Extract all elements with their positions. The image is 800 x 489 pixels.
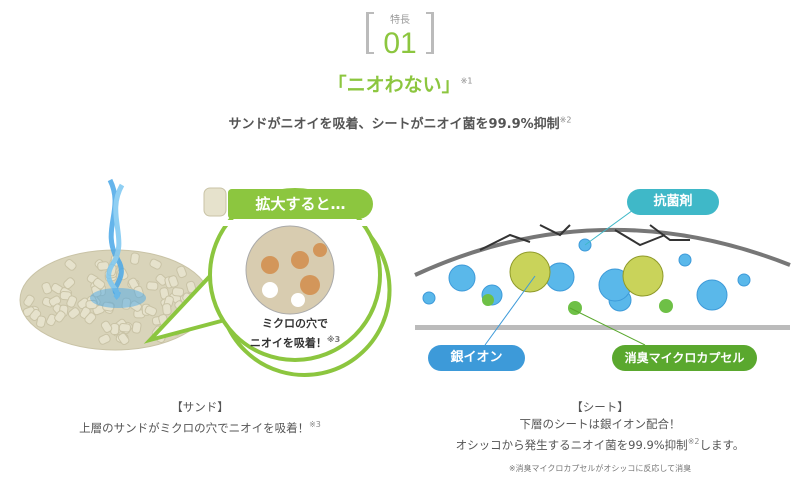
pellet <box>117 332 130 346</box>
pellet <box>130 252 140 265</box>
antibacterial-label: 抗菌剤 <box>627 189 719 215</box>
pellet <box>97 261 110 271</box>
micro-pore-circle <box>245 225 335 315</box>
pellet <box>54 310 66 323</box>
pellet <box>36 315 47 328</box>
footnote: ※消臭マイクロカプセルがオシッコに反応して消臭 <box>508 463 692 473</box>
pellet <box>84 312 97 325</box>
sand-caption: 【サンド】 上層のサンドがミクロの穴でニオイを吸着！※3 <box>79 400 321 435</box>
pellet <box>41 281 53 295</box>
deodorant-capsule-icons <box>482 294 673 315</box>
feature-label: 特長 <box>390 15 410 26</box>
pellet <box>67 307 81 319</box>
sheet-illustration <box>414 204 791 346</box>
pellet <box>118 323 131 333</box>
subtitle: サンドがニオイを吸着、シートがニオイ菌を99.9%抑制※2 <box>228 115 572 132</box>
bracket-right <box>426 12 434 54</box>
pellet <box>171 287 185 297</box>
pellet <box>168 275 179 288</box>
sand-illustration <box>19 178 392 377</box>
bubble-text: ミクロの穴で ニオイを吸着！※3 <box>249 317 341 350</box>
bracket-left <box>366 12 374 54</box>
pellet <box>23 294 35 307</box>
pellet <box>100 320 113 333</box>
germ-icons <box>509 251 664 297</box>
pellet <box>46 313 58 327</box>
sheet-caption: 【シート】 下層のシートは銀イオン配合！ オシッコから発生するニオイ菌を99.9… <box>400 399 800 477</box>
silver-ion-icons <box>422 238 751 312</box>
pellet <box>64 258 77 271</box>
pellet <box>149 258 162 270</box>
pellet <box>98 333 111 345</box>
pellet <box>92 277 106 290</box>
pellet <box>63 277 76 290</box>
sheet-base <box>415 325 790 330</box>
pellet <box>131 321 142 334</box>
sheet-arc <box>414 227 791 277</box>
pellet <box>162 303 172 316</box>
arrow-icons <box>479 224 690 251</box>
capsule-label: 消臭マイクロカプセル <box>612 345 757 371</box>
silver-ion-label: 銀イオン <box>428 345 525 371</box>
page-title: 「ニオわない」※1 <box>327 74 473 96</box>
pellet <box>146 281 159 291</box>
pellet-closeup <box>203 187 227 217</box>
pellet <box>144 305 158 317</box>
pellet <box>176 265 187 279</box>
zoom-tab: 拡大すると… <box>228 189 373 219</box>
pellet <box>66 295 78 308</box>
feature-number: 01 <box>383 27 417 60</box>
